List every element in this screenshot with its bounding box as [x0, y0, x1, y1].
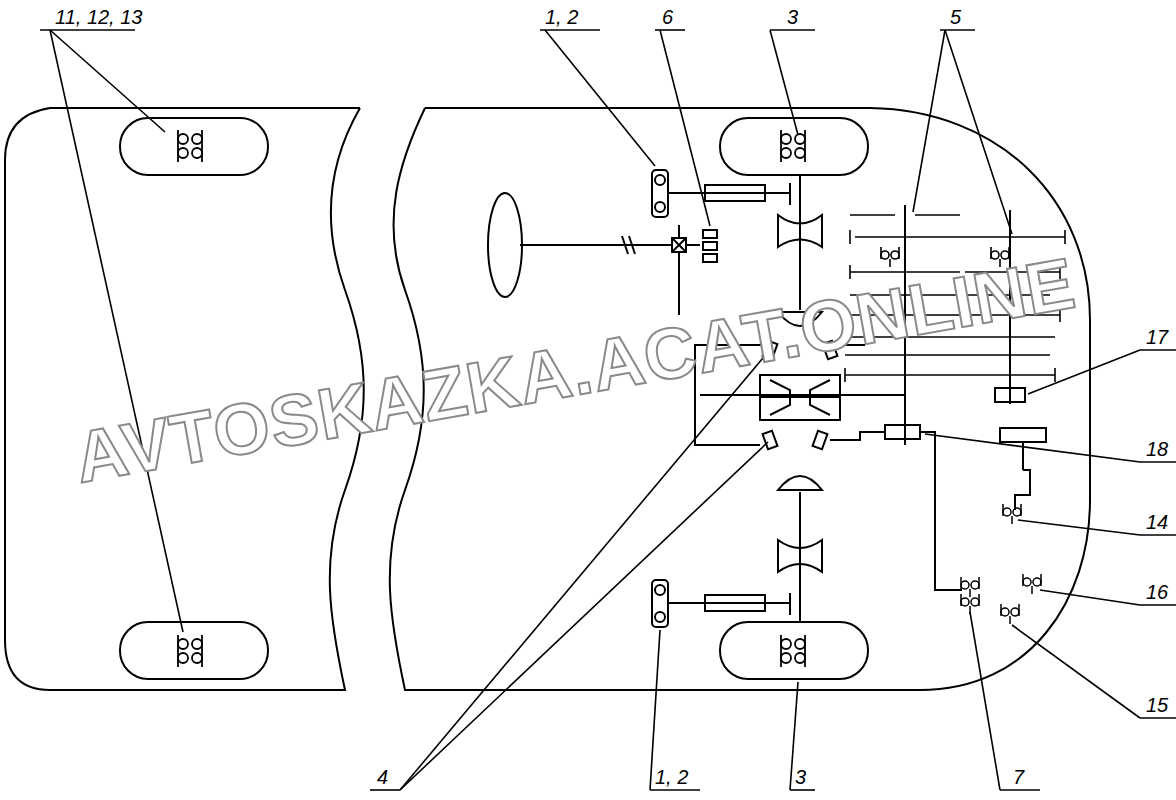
callout-number: 4 [377, 765, 388, 789]
callout-number: 6 [662, 5, 673, 29]
callout-number: 11, 12, 13 [55, 5, 142, 29]
callout-number: 5 [950, 5, 961, 29]
callout-number: 3 [787, 5, 798, 29]
callout-number: 17 [1146, 325, 1168, 349]
callout-number: 1, 2 [545, 5, 578, 29]
callout-number: 7 [1013, 765, 1024, 789]
callout-number: 16 [1146, 580, 1168, 604]
watermark: AVTOSKAZKA.ACAT.ONLINE [69, 247, 1080, 494]
callout-number: 14 [1146, 510, 1168, 534]
callout-number: 1, 2 [655, 765, 688, 789]
callout-number: 3 [795, 765, 806, 789]
callout-number: 15 [1146, 693, 1168, 717]
callout-number: 18 [1146, 437, 1168, 461]
